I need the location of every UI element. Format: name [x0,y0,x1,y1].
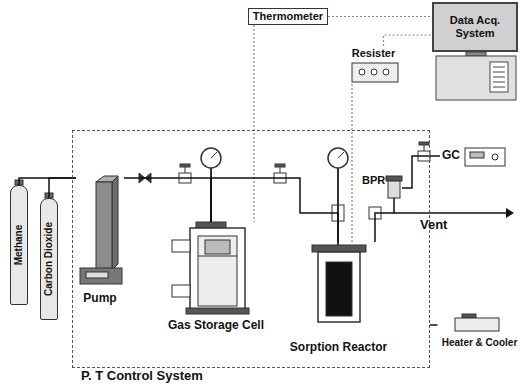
computer-base [436,52,516,100]
signal-line [253,25,254,222]
node-label: GC [442,149,460,163]
bpr-symbol [386,176,402,198]
node-label: Gas Storage Cell [168,319,264,333]
outlet-label: Vent [420,218,447,233]
gc-instrument [465,148,505,166]
pump: Pump [76,172,124,308]
sorption-reactor: Sorption Reactor [280,242,397,357]
gas-storage-cell-body [172,222,249,314]
resister-device: Resister [345,46,402,84]
heater-cooler-device [455,314,499,331]
node-label: P. T Control System [81,369,203,384]
gc-instrument: GC [440,144,508,168]
valve-symbol [139,142,430,221]
sorption-reactor-body [312,245,366,322]
node-label: Thermometer [253,10,323,23]
node-label: Pump [83,292,116,306]
vent-arrow [394,208,514,218]
gas-line [375,198,394,242]
gas-cylinder: Carbon Dioxide [40,198,58,320]
node-label: BPR [362,174,385,187]
gas-storage-cell: Gas Storage Cell [158,222,274,335]
gas-line [430,324,438,326]
gas-line [19,178,76,185]
resister-device [352,63,398,82]
computer-monitor: Data Acq. System [432,2,518,52]
thermometer-box: Thermometer [248,8,328,25]
gas-cylinder: Methane [10,185,28,305]
control-region: P. T Control SystemPumpGas Storage CellS… [72,130,430,368]
bpr-valve: BPR [360,162,402,198]
node-label: Data Acq. System [434,14,516,39]
signal-line [351,84,352,242]
node-label: Methane [13,225,25,266]
gas-line [124,178,211,222]
heater-cooler: Heater & Cooler [438,312,522,350]
node-label: Heater & Cooler [442,337,518,349]
node-label: Sorption Reactor [290,341,387,355]
node-label: Carbon Dioxide [43,222,55,296]
signal-line [328,16,432,17]
signal-line [384,35,433,46]
gas-line [211,178,338,242]
gas-line [402,156,440,188]
node-label: Resister [352,47,395,60]
pump-symbol [80,176,122,284]
